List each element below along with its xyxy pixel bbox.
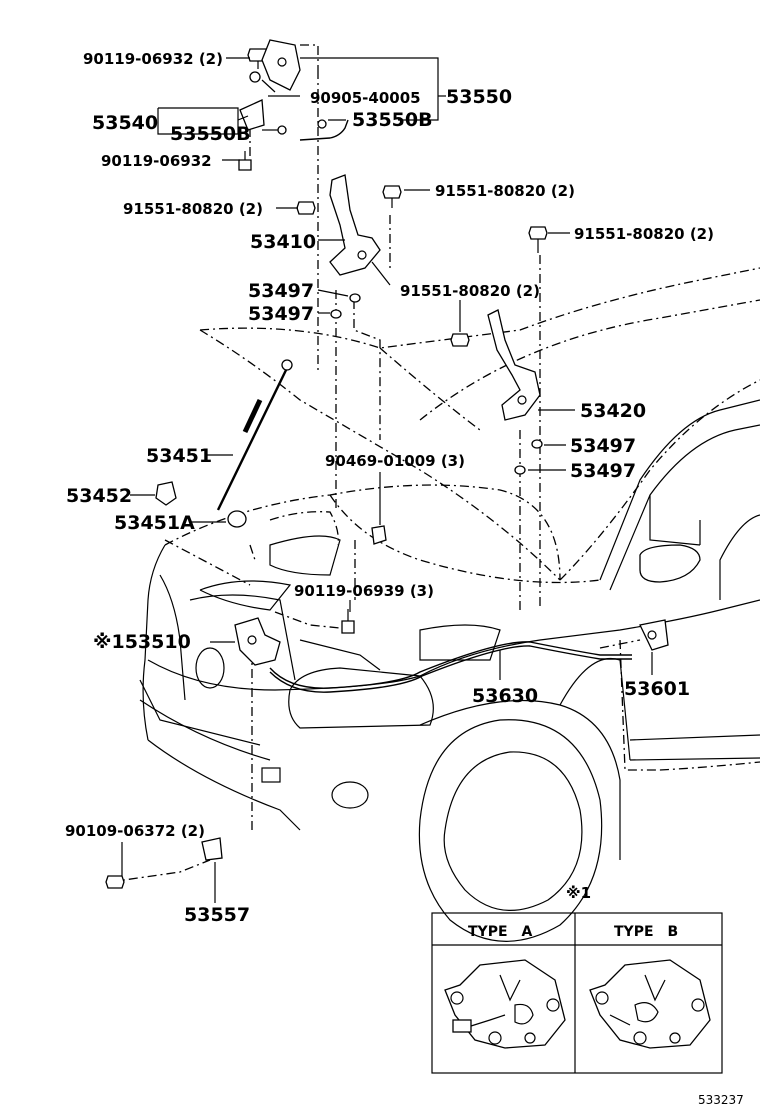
control-rod-icon xyxy=(299,119,349,141)
hood-hinge-left-icon xyxy=(329,174,381,276)
label-90119-06932: 90119-06932 xyxy=(101,152,212,170)
hood-support-rod-icon xyxy=(216,367,289,511)
bolt-icon xyxy=(105,875,125,889)
label-90119-06932-2: 90119-06932 (2) xyxy=(83,50,223,68)
label-53540: 53540 xyxy=(92,112,158,134)
label-90109-06372: 90109-06372 (2) xyxy=(65,822,205,840)
type-box: TYPE A TYPE B xyxy=(431,912,723,1074)
assembly-lines xyxy=(109,44,641,883)
label-53452: 53452 xyxy=(66,485,132,507)
hood-lock-type-a-icon xyxy=(444,959,566,1049)
hood-lock-type-b-icon xyxy=(589,959,711,1049)
label-53550b-left: 53550B xyxy=(170,123,251,145)
note-mark: ※1 xyxy=(566,884,591,902)
grommet-icon xyxy=(249,71,261,83)
label-91551-80820-a: 91551-80820 (2) xyxy=(123,200,263,218)
label-90905-40005: 90905-40005 xyxy=(310,89,421,107)
label-90469-01009: 90469-01009 (3) xyxy=(325,452,465,470)
release-lever-icon xyxy=(639,619,669,651)
label-53630: 53630 xyxy=(472,685,538,707)
label-53550: 53550 xyxy=(446,86,512,108)
label-53497-a: 53497 xyxy=(248,280,314,302)
part-labels: 90119-06932 (2) 90905-40005 53550 53540 … xyxy=(65,50,714,926)
bolt-icon xyxy=(528,226,548,253)
bolt-icon xyxy=(238,151,252,171)
catalog-code: 533237 xyxy=(698,1093,744,1107)
hood-catch-icon xyxy=(201,837,223,861)
washer-icon xyxy=(330,309,342,319)
bolt-icon xyxy=(296,201,316,215)
hood-hinge-right-icon xyxy=(487,309,541,421)
washer-icon xyxy=(514,465,526,475)
leader-lines xyxy=(121,57,653,903)
part-shapes xyxy=(105,39,669,889)
bolt-icon xyxy=(450,333,470,347)
stay-holder-icon xyxy=(227,510,247,528)
label-53451: 53451 xyxy=(146,445,212,467)
clip-icon xyxy=(155,481,177,506)
label-53510: ※153510 xyxy=(93,631,191,653)
label-91551-80820-b: 91551-80820 (2) xyxy=(435,182,575,200)
label-53557: 53557 xyxy=(184,904,250,926)
label-53497-b: 53497 xyxy=(248,303,314,325)
label-53420: 53420 xyxy=(580,400,646,422)
label-90119-06939: 90119-06939 (3) xyxy=(294,582,434,600)
label-53451a: 53451A xyxy=(114,512,195,534)
label-91551-80820-c: 91551-80820 (2) xyxy=(574,225,714,243)
type-a-label: TYPE A xyxy=(468,924,533,940)
lock-lever-icon xyxy=(239,99,265,131)
vehicle-outline xyxy=(139,267,760,942)
clip-icon xyxy=(371,525,387,545)
hood-lock-icon xyxy=(234,617,281,666)
bolt-icon xyxy=(382,185,402,208)
type-b-label: TYPE B xyxy=(614,924,678,940)
washer-icon xyxy=(531,439,543,449)
label-53497-c: 53497 xyxy=(570,435,636,457)
label-53497-d: 53497 xyxy=(570,460,636,482)
bolt-icon xyxy=(341,609,355,634)
hood-lock-bracket-icon xyxy=(261,39,301,91)
release-cable xyxy=(269,641,632,693)
label-91551-80820-d: 91551-80820 (2) xyxy=(400,282,540,300)
label-53601: 53601 xyxy=(624,678,690,700)
label-53410: 53410 xyxy=(250,231,316,253)
washer-icon xyxy=(349,293,361,303)
label-53550b-right: 53550B xyxy=(352,109,433,131)
